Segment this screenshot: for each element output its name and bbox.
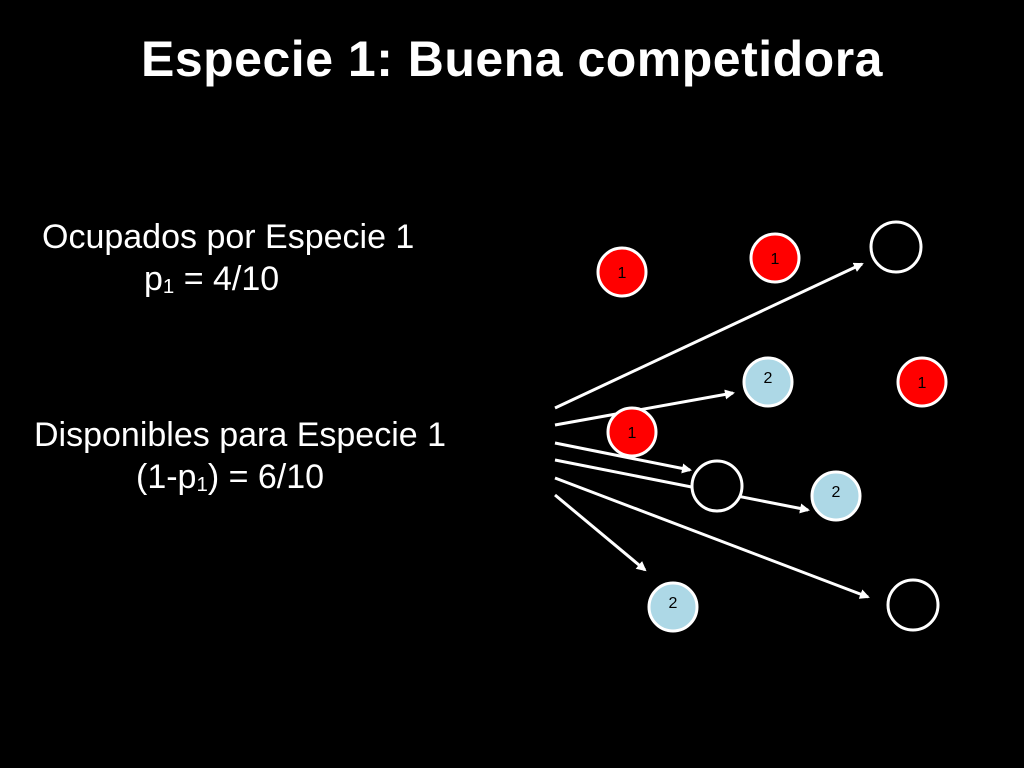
available-expression: (1-p1) = 6/10	[34, 456, 446, 506]
node-species1-a-label: 1	[618, 265, 627, 282]
node-empty-b	[690, 459, 744, 513]
occupied-expr-suffix: = 4/10	[174, 260, 280, 298]
arrow-3	[554, 441, 692, 474]
arrow-2	[554, 389, 735, 427]
node-empty-b-circle	[690, 459, 744, 513]
node-species1-c-label: 1	[918, 375, 927, 392]
nodes-group: 1 1 2 1 1 2 2	[596, 220, 948, 633]
node-species2-a-circle	[742, 356, 794, 408]
node-empty-c-circle	[886, 578, 940, 632]
node-species1-b: 1	[749, 232, 801, 284]
available-label: Disponibles para Especie 1 (1-p1) = 6/10	[34, 414, 446, 506]
node-species1-b-label: 1	[771, 251, 780, 268]
arrow-1	[554, 262, 864, 410]
available-line1: Disponibles para Especie 1	[34, 416, 447, 454]
node-empty-a-circle	[869, 220, 923, 274]
node-species2-b-circle	[810, 470, 862, 522]
node-species1-c-circle	[896, 356, 948, 408]
occupied-expr-sub: 1	[162, 276, 175, 298]
arrow-4	[554, 458, 810, 514]
available-expr-sub: 1	[196, 474, 208, 496]
node-species2-a-label: 2	[764, 370, 773, 387]
node-species2-b-label: 2	[832, 484, 841, 501]
node-empty-a	[869, 220, 923, 274]
node-species1-c: 1	[896, 356, 948, 408]
occupied-line1: Ocupados por Especie 1	[42, 218, 415, 256]
node-species1-b-circle	[749, 232, 801, 284]
available-expr-suffix: ) = 6/10	[207, 458, 325, 496]
occupied-expression: p1 = 4/10	[42, 258, 414, 308]
arrow-5	[554, 476, 870, 599]
node-species1-a: 1	[596, 246, 648, 298]
arrow-6	[554, 493, 647, 572]
node-species2-c-label: 2	[669, 595, 678, 612]
node-species1-a-circle	[596, 246, 648, 298]
node-species2-c: 2	[647, 581, 699, 633]
node-species1-d: 1	[606, 406, 658, 458]
node-species1-d-circle	[606, 406, 658, 458]
node-species2-c-circle	[647, 581, 699, 633]
node-species1-d-label: 1	[628, 425, 637, 442]
occupied-label: Ocupados por Especie 1 p1 = 4/10	[42, 216, 414, 308]
available-expr-prefix: (1-p	[136, 458, 197, 496]
node-species2-a: 2	[742, 356, 794, 408]
slide-title: Especie 1: Buena competidora	[140, 31, 883, 87]
arrows-group	[554, 262, 870, 599]
occupied-expr-prefix: p	[144, 260, 163, 298]
node-species2-b: 2	[810, 470, 862, 522]
node-empty-c	[886, 578, 940, 632]
